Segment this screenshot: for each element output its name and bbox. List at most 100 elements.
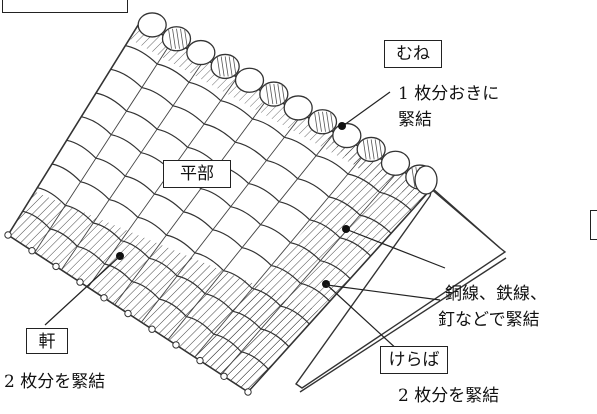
tile-row-line	[81, 116, 351, 280]
ridge-cap-hatch	[330, 111, 334, 132]
label-hirabu: 平部	[163, 160, 231, 188]
ridge-cap	[161, 26, 192, 52]
ridge-cap-hatch	[370, 139, 375, 160]
ridge-cap-hatch	[232, 56, 237, 77]
label-keraba: けらば	[380, 346, 448, 374]
ridge-cap-hatch	[220, 56, 225, 77]
ridge-cap-hatch	[362, 139, 367, 160]
eave-dot	[196, 356, 204, 365]
ridge-cap-body	[332, 122, 362, 149]
eave-dot	[220, 372, 228, 380]
marker-mune	[338, 122, 346, 130]
eave-dot	[172, 341, 180, 349]
tile-column-line	[167, 132, 336, 340]
ridge-cap-body	[137, 12, 167, 38]
tile-column-line	[194, 150, 368, 358]
edge-box-right	[590, 210, 597, 240]
note-mune-line1: 1 枚分おきに	[398, 84, 500, 104]
ridge-back-edge	[429, 187, 501, 249]
tile-row-line	[125, 45, 412, 212]
ridge-cap	[332, 122, 362, 149]
note-wire-line1: 銅線、鉄線、	[445, 284, 547, 304]
note-noki: 2 枚分を緊結	[4, 372, 106, 392]
tile-column-line	[34, 40, 173, 253]
ridge-cap-hatch	[378, 139, 383, 160]
ridge-cap-hatch	[184, 28, 188, 49]
ridge-cap	[259, 81, 289, 107]
marker-wire-1	[342, 225, 350, 233]
ridge-cap-body	[186, 39, 216, 66]
ridge-cap-hatch	[281, 84, 286, 105]
eave-dot	[244, 388, 252, 396]
ridge-cap-hatch	[318, 111, 322, 132]
ridge-cap-body	[380, 150, 411, 176]
ridge-cap-hatch	[314, 111, 318, 132]
tile-column-line	[87, 77, 238, 288]
ridge-cap-hatch	[176, 28, 180, 49]
leader-keraba	[325, 283, 401, 353]
tile-row-line	[66, 139, 331, 302]
ridge-cap-hatch	[269, 84, 274, 105]
noki-hatch	[8, 188, 340, 392]
ridge-cap	[137, 12, 167, 38]
leader-noki	[44, 255, 121, 326]
ridge-cap	[186, 39, 216, 66]
ridge-cap-body	[234, 67, 265, 93]
ridge-hatch-row	[128, 22, 432, 202]
note-mune-line2: 緊結	[398, 110, 432, 130]
ridge-cap-hatch	[180, 28, 184, 49]
ridge-cap-hatch	[228, 56, 233, 77]
edge-box-top-left	[2, 0, 128, 13]
ridge-cap-hatch	[168, 28, 172, 49]
ridge-cap	[234, 67, 265, 93]
tile-row-line	[110, 68, 392, 234]
gable-edge	[299, 257, 507, 393]
eave-dot	[76, 278, 84, 286]
label-noki: 軒	[26, 328, 68, 354]
ridge-cap-hatch	[366, 139, 371, 160]
eave-dot	[100, 294, 108, 302]
ridge-cap-hatch	[411, 167, 416, 188]
note-wire-line2: 釘などで緊結	[438, 310, 540, 330]
eave-dot	[28, 247, 36, 255]
ridge-cap-hatch	[326, 111, 330, 132]
label-mune: むね	[384, 40, 442, 68]
ridge-cap	[283, 95, 313, 121]
tile-row-line	[95, 92, 372, 257]
ridge-cap-hatch	[277, 84, 282, 105]
tile-column-line	[60, 58, 206, 271]
leader-mune	[339, 91, 391, 129]
ridge-cap-body	[283, 95, 313, 121]
tile-row-line	[22, 210, 269, 370]
ridge-cap-hatch	[374, 139, 379, 160]
ridge-cap	[356, 136, 386, 163]
ridge-cap-hatch	[216, 56, 221, 77]
eave-dot	[52, 262, 60, 271]
tile-column-line	[140, 113, 303, 323]
tile-row-line	[51, 163, 310, 325]
note-keraba: 2 枚分を緊結	[398, 386, 500, 406]
ridge-caps	[137, 12, 438, 195]
tile-columns	[34, 40, 400, 375]
leader-wire-2	[326, 284, 441, 301]
ridge-cap	[307, 109, 338, 135]
ridge-cap-hatch	[322, 111, 326, 132]
ridge-cap-hatch	[172, 28, 176, 49]
ridge-cap	[210, 53, 240, 80]
leader-wire-1	[347, 229, 446, 269]
ridge-cap-hatch	[224, 56, 229, 77]
eave-dot	[148, 325, 156, 333]
ridge-cap-hatch	[273, 84, 278, 105]
ridge-end-cap	[414, 165, 438, 195]
ridge-cap-hatch	[265, 84, 270, 105]
eave-dot	[124, 309, 132, 318]
tile-rows	[22, 45, 412, 370]
tile-row-line	[37, 187, 290, 348]
eave-dot	[4, 231, 12, 239]
tile-column-line	[220, 169, 400, 375]
tile-column-line	[114, 95, 271, 306]
ridge-cap	[380, 150, 411, 176]
eave-dots	[4, 231, 252, 396]
